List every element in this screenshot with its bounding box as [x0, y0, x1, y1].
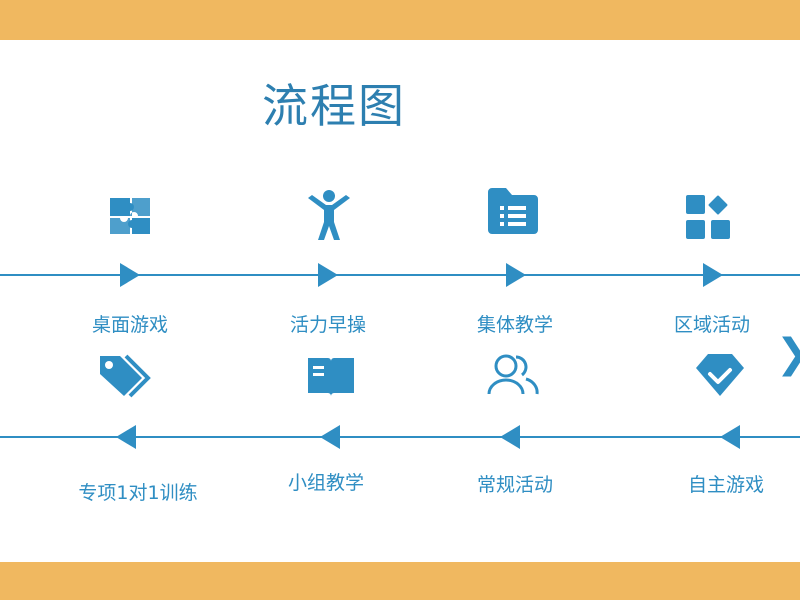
step-label-morning-exercise: 活力早操 [289, 314, 366, 336]
arrow-right-icon [506, 263, 526, 287]
chevron-right-icon: ❯ [776, 334, 800, 374]
arrow-left-icon [720, 425, 740, 449]
arrow-right-icon [120, 263, 140, 287]
puzzle-icon [110, 198, 150, 234]
bottom-border-band [0, 562, 800, 600]
arrow-left-icon [116, 425, 136, 449]
step-label-group-teaching: 集体教学 [476, 314, 553, 336]
tags-icon [100, 354, 151, 398]
arrow-left-icon [500, 425, 520, 449]
person-exercise-icon [308, 190, 350, 240]
arrow-right-icon [318, 263, 338, 287]
step-label-small-group-teaching: 小组教学 [287, 472, 364, 494]
top-flow-line [0, 274, 800, 276]
open-book-icon [308, 358, 354, 396]
step-label-area-activities: 区域活动 [673, 314, 750, 336]
folder-list-icon [488, 188, 538, 234]
users-icon [487, 354, 539, 395]
step-label-routine-activities: 常规活动 [476, 474, 553, 496]
step-label-desktop-games: 桌面游戏 [91, 314, 168, 336]
step-label-one-on-one-training: 专项1对1训练 [78, 482, 198, 504]
bottom-flow-line [0, 436, 800, 438]
check-badge-icon [696, 354, 744, 396]
arrow-right-icon [703, 263, 723, 287]
apps-grid-icon [686, 195, 730, 239]
step-label-free-play: 自主游戏 [687, 474, 764, 496]
page-title: 流程图 [262, 79, 406, 133]
top-border-band [0, 0, 800, 40]
arrow-left-icon [320, 425, 340, 449]
